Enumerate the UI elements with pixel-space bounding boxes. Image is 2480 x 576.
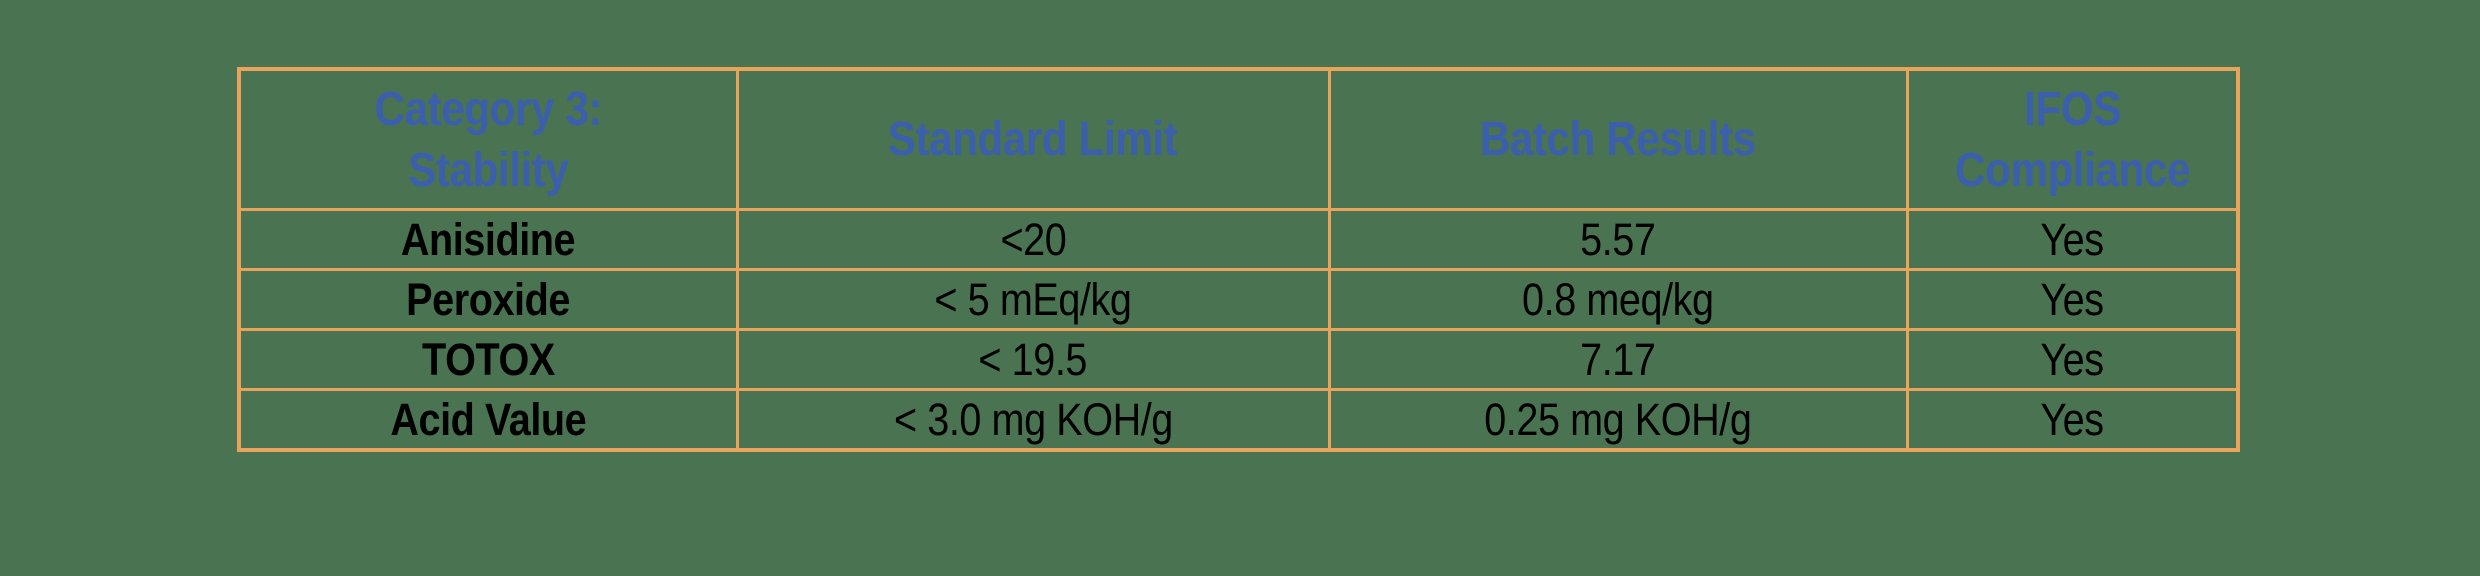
compliance-value: Yes bbox=[2040, 394, 2105, 445]
limit-cell: < 19.5 bbox=[735, 328, 1331, 391]
limit-cell: < 3.0 mg KOH/g bbox=[735, 388, 1331, 452]
table-row-peroxide: Peroxide < 5 mEq/kg 0.8 meq/kg Yes bbox=[237, 268, 2240, 331]
compliance-cell: Yes bbox=[1905, 268, 2240, 331]
header-category-stability-label: Category 3: Stability bbox=[374, 82, 603, 197]
header-standard-limit: Standard Limit bbox=[735, 67, 1331, 211]
stability-compliance-table: Category 3: Stability Standard Limit Bat… bbox=[237, 67, 2240, 452]
header-batch-results-label: Batch Results bbox=[1480, 113, 1756, 166]
table-row-totox: TOTOX < 19.5 7.17 Yes bbox=[237, 328, 2240, 391]
limit-value: < 3.0 mg KOH/g bbox=[893, 394, 1173, 445]
compliance-cell: Yes bbox=[1905, 328, 2240, 391]
result-value: 0.25 mg KOH/g bbox=[1484, 394, 1752, 445]
result-cell: 7.17 bbox=[1327, 328, 1909, 391]
compliance-value: Yes bbox=[2040, 274, 2105, 325]
compliance-value: Yes bbox=[2040, 214, 2105, 265]
param-label: Peroxide bbox=[406, 274, 571, 325]
header-ifos-compliance-label: IFOS Compliance bbox=[1954, 82, 2190, 197]
header-batch-results: Batch Results bbox=[1327, 67, 1909, 211]
result-cell: 0.8 meq/kg bbox=[1327, 268, 1909, 331]
param-label: Anisidine bbox=[401, 214, 576, 265]
result-cell: 0.25 mg KOH/g bbox=[1327, 388, 1909, 452]
result-value: 5.57 bbox=[1580, 214, 1656, 265]
header-row: Category 3: Stability Standard Limit Bat… bbox=[237, 67, 2240, 211]
header-ifos-compliance: IFOS Compliance bbox=[1905, 67, 2240, 211]
limit-cell: < 5 mEq/kg bbox=[735, 268, 1331, 331]
param-cell: Peroxide bbox=[237, 268, 739, 331]
compliance-cell: Yes bbox=[1905, 388, 2240, 452]
result-cell: 5.57 bbox=[1327, 208, 1909, 271]
limit-value: <20 bbox=[1000, 214, 1066, 265]
header-category-stability: Category 3: Stability bbox=[237, 67, 739, 211]
param-label: Acid Value bbox=[390, 394, 587, 445]
limit-cell: <20 bbox=[735, 208, 1331, 271]
compliance-value: Yes bbox=[2040, 334, 2105, 385]
param-cell: TOTOX bbox=[237, 328, 739, 391]
table-row-anisidine: Anisidine <20 5.57 Yes bbox=[237, 208, 2240, 271]
param-cell: Acid Value bbox=[237, 388, 739, 452]
param-cell: Anisidine bbox=[237, 208, 739, 271]
compliance-cell: Yes bbox=[1905, 208, 2240, 271]
header-standard-limit-label: Standard Limit bbox=[888, 113, 1178, 166]
param-label: TOTOX bbox=[421, 334, 555, 385]
limit-value: < 19.5 bbox=[978, 334, 1088, 385]
result-value: 0.8 meq/kg bbox=[1522, 274, 1714, 325]
table-row-acid-value: Acid Value < 3.0 mg KOH/g 0.25 mg KOH/g … bbox=[237, 388, 2240, 452]
limit-value: < 5 mEq/kg bbox=[934, 274, 1132, 325]
result-value: 7.17 bbox=[1580, 334, 1656, 385]
